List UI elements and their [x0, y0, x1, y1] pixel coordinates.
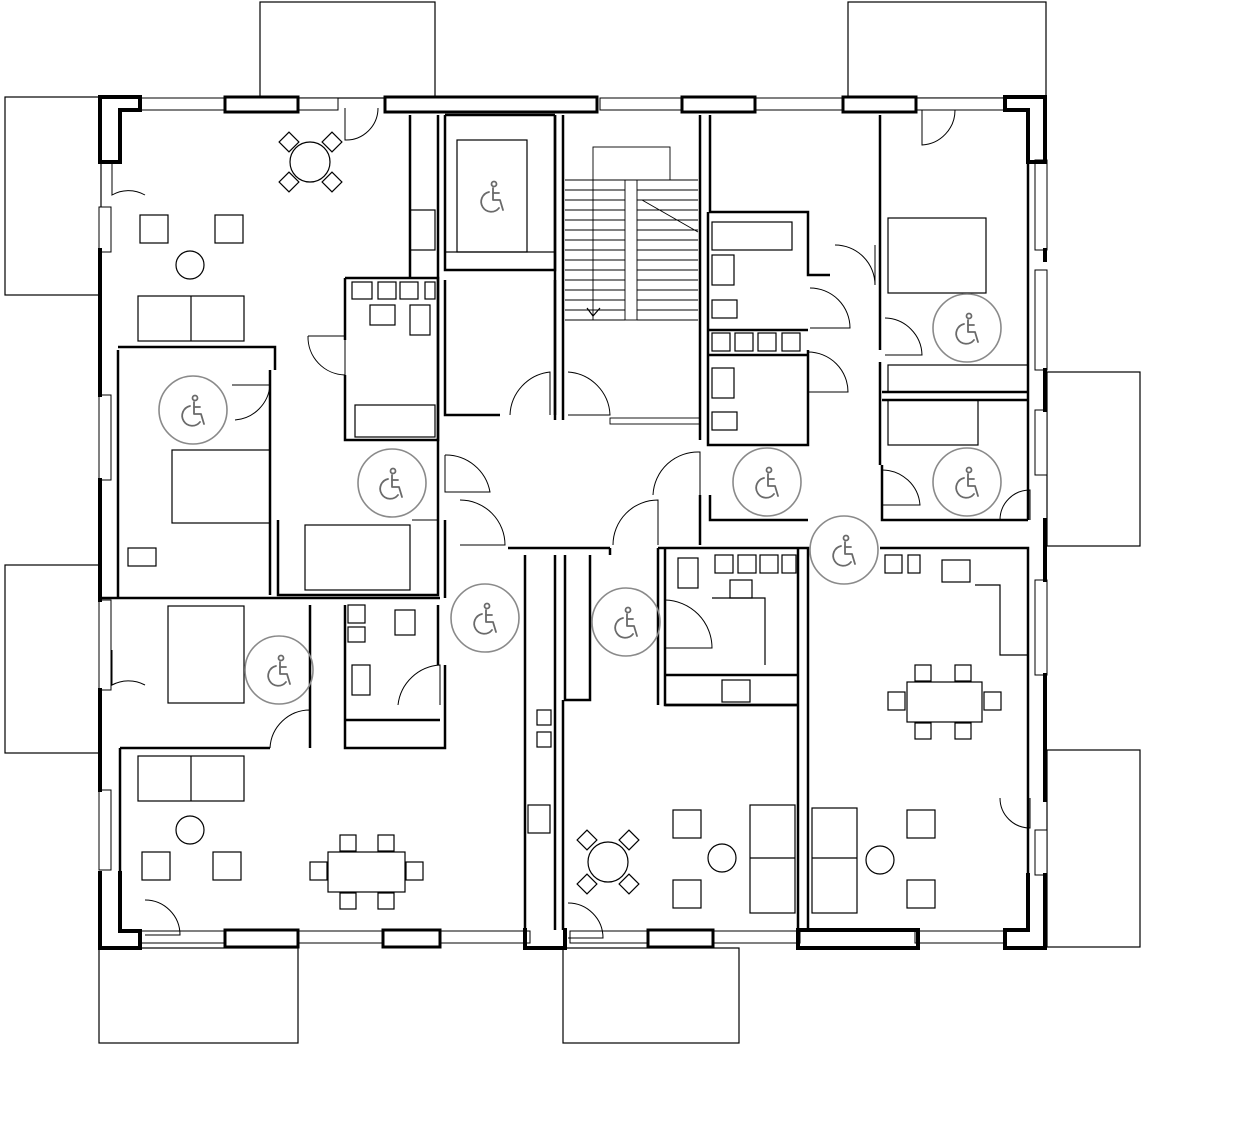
wheelchair-accessibility-icon [450, 583, 520, 653]
doors [111, 107, 1031, 939]
wheelchair-accessibility-icon [932, 447, 1002, 517]
round-table-top-left [278, 131, 343, 193]
staircase [565, 146, 701, 425]
wheelchair-accessibility-icon [244, 635, 314, 705]
balcony-top-right [847, 1, 1047, 99]
wheelchair-accessibility-icon [932, 293, 1002, 363]
dining-table-bottom-left [309, 834, 424, 910]
balcony-right-upper [1046, 371, 1141, 547]
dining-table-bottom-right [887, 664, 1002, 740]
stair-arrow-icon [586, 307, 601, 317]
balcony-left-upper [4, 96, 102, 296]
interior-walls [100, 113, 1030, 930]
wheelchair-accessibility-icon [158, 375, 228, 445]
furniture [127, 131, 1029, 914]
accessibility-markers [158, 180, 1002, 705]
wheelchair-accessibility-icon [357, 448, 427, 518]
wheelchair-accessibility-icon [480, 180, 504, 213]
balcony-right-lower [1046, 749, 1141, 948]
wheelchair-accessibility-icon [732, 447, 802, 517]
wheelchair-accessibility-icon [809, 515, 879, 585]
balcony-bottom-middle [562, 947, 740, 1044]
elevator [444, 139, 556, 271]
round-table-bottom-middle [576, 829, 640, 895]
exterior-walls [98, 95, 1048, 950]
balcony-left-lower [4, 564, 102, 754]
balcony-top-left [259, 1, 436, 99]
balcony-bottom-left [98, 947, 299, 1044]
wheelchair-accessibility-icon [591, 587, 661, 657]
